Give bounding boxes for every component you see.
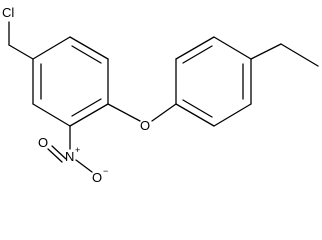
- chlorine-atom-label: Cl: [2, 5, 14, 20]
- ethyl-ch2-bond: [250, 43, 282, 60]
- molecule-drawing: Cl N + O O − O: [0, 4, 319, 185]
- o-ring-b-bond: [151, 103, 177, 122]
- oxygen-negative-charge: −: [103, 166, 108, 176]
- ring-a-double-bond-1: [71, 45, 102, 64]
- ring-b-bond-6: [175, 103, 215, 127]
- ring-a-o-bond: [107, 103, 141, 122]
- ring-b-double-bond-1: [182, 45, 213, 64]
- ether-linkage: O: [107, 103, 177, 133]
- structure-diagram: Cl N + O O − O: [0, 4, 319, 185]
- ring-b-bond-5: [213, 103, 252, 127]
- chloromethyl-group: Cl: [0, 4, 34, 60]
- ring-a-double-bond-2: [71, 98, 102, 117]
- n-o-double-bond-1: [51, 145, 67, 160]
- nitro-oxygen-double-label: O: [38, 135, 48, 150]
- nitro-group: N + O O −: [38, 125, 108, 185]
- ethyl-group: [250, 43, 319, 67]
- n-o-single-bond: [75, 159, 93, 173]
- right-benzene-ring: [175, 36, 252, 127]
- ethyl-ch3-bond: [280, 43, 319, 67]
- nitro-nitrogen-label: N: [65, 149, 74, 164]
- ring-b-double-bond-3: [182, 99, 213, 118]
- left-benzene-ring: [32, 36, 109, 127]
- ring-a-bond-6: [32, 36, 71, 60]
- ring-a-bond-3: [69, 103, 109, 127]
- ring-b-bond-3: [213, 36, 252, 60]
- ring-b-bond-2: [175, 36, 215, 60]
- ether-oxygen-label: O: [140, 118, 150, 133]
- n-o-double-bond-2: [47, 148, 63, 163]
- ring-a-bond-1: [69, 36, 109, 60]
- ch2-bond: [8, 44, 34, 60]
- nitrogen-positive-charge: +: [75, 145, 80, 155]
- nitro-oxygen-single-label: O: [92, 170, 102, 185]
- ring-a-bond-4: [32, 103, 71, 127]
